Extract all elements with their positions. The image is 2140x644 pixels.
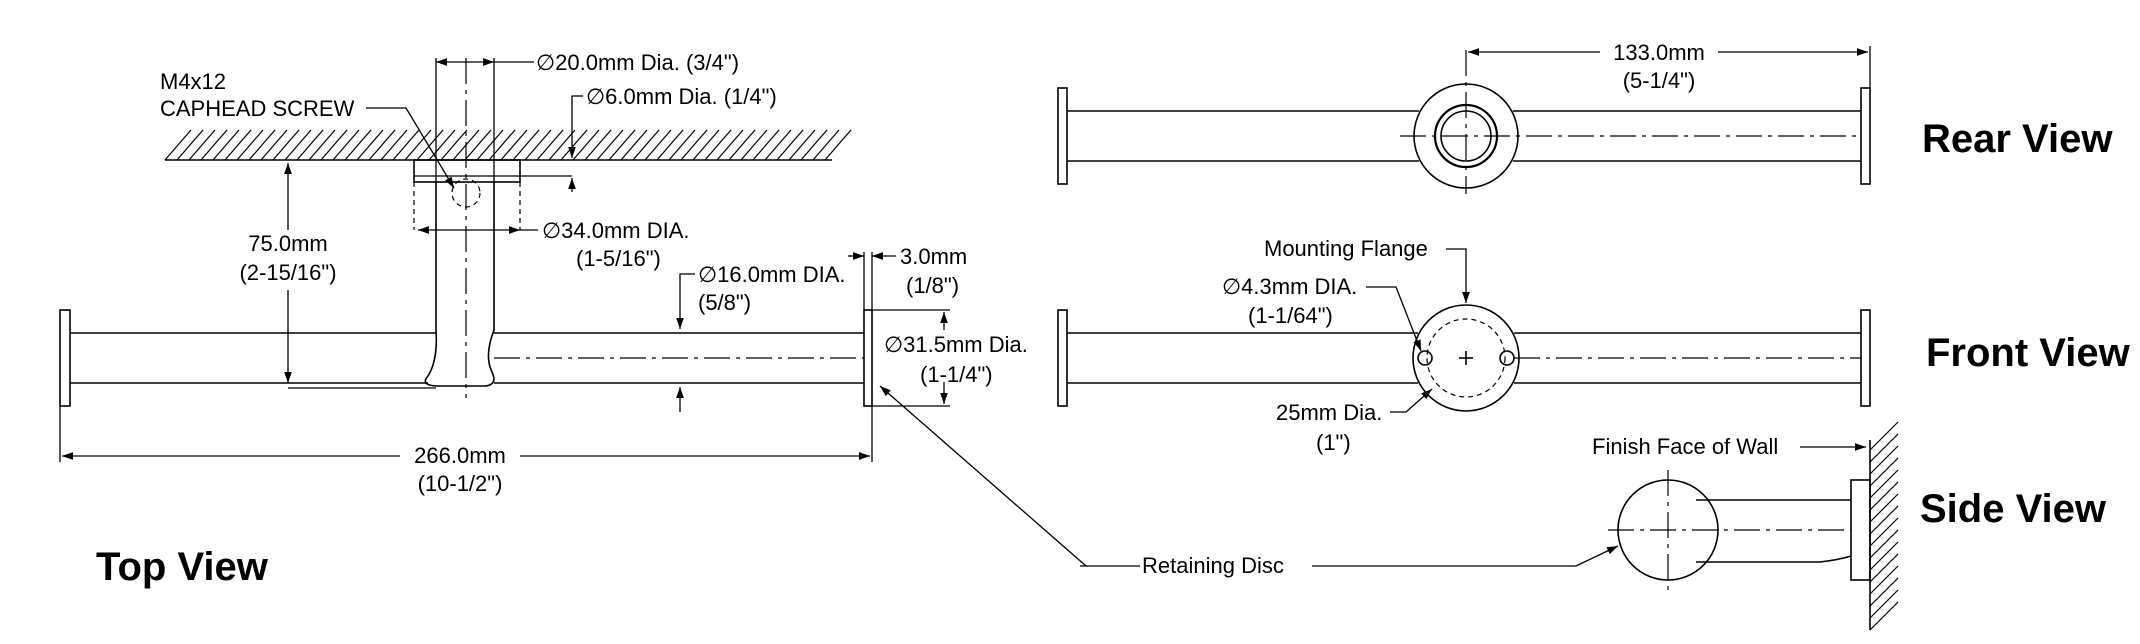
offset-in-label: (5-1/4") [1623,68,1696,93]
front-left-disc [1057,309,1068,407]
thickness-in-label: (1/8") [906,273,959,298]
dia16-mm-label: ∅16.0mm DIA. [698,262,846,287]
dia34-in-label: (1-5/16") [576,246,661,271]
bolt-circle [1426,318,1506,398]
top-view-title: Top View [96,545,269,589]
rear-right-disc [1860,87,1871,185]
hole-mm-label: ∅4.3mm DIA. [1222,274,1357,299]
front-view-drawing [1057,248,1871,413]
front-right-disc [1860,309,1871,407]
left-retaining-disc [59,309,71,407]
dia34-mm-label: ∅34.0mm DIA. [542,218,690,243]
retaining-disc-label: Retaining Disc [1142,553,1284,578]
side-flange [1850,479,1871,581]
leader-bolt-circle [1390,388,1433,413]
leader-dia6 [568,95,583,158]
top-view-drawing [59,58,1140,567]
height-mm-label: 75.0mm [248,231,327,256]
length-mm-label: 266.0mm [414,443,506,468]
leader-retaining-disc-side [1312,545,1619,567]
dia20-label: ∅20.0mm Dia. (3/4") [536,50,739,75]
rear-left-disc [1057,87,1068,185]
bolt-in-label: (1") [1316,430,1351,455]
rear-view-drawing [1057,46,1871,194]
dia6-label: ∅6.0mm Dia. (1/4") [586,84,777,109]
screw-label-line1: M4x12 [160,69,226,94]
dia16-in-label: (5/8") [698,290,751,315]
hole-in-label: (1-1/64") [1248,303,1333,328]
label-mask [1600,40,1718,66]
front-view-title: Front View [1926,331,2131,375]
screw-label-line2: CAPHEAD SCREW [160,96,355,121]
rear-view-title: Rear View [1922,117,2113,161]
side-view-title: Side View [1920,487,2107,531]
right-retaining-disc [863,309,873,407]
side-post [1696,499,1852,563]
post-outline [424,182,495,387]
leader-dia16 [676,273,695,329]
label-mask [220,230,356,288]
length-in-label: (10-1/2") [418,471,503,496]
mounting-flange-label: Mounting Flange [1264,236,1428,261]
leader-retaining-disc-top [879,385,1088,567]
leader-screw [366,107,455,189]
dia315-mm-label: ∅31.5mm Dia. [884,332,1028,357]
wall-hatching [164,129,852,161]
dia315-in-label: (1-1/4") [920,362,993,387]
leader-hole [1366,286,1422,352]
mounting-hole-left [1417,350,1433,366]
side-wall-hatching [1869,421,1899,631]
mounting-hole-right [1499,350,1515,366]
leader-mounting-flange [1446,248,1470,303]
bolt-mm-label: 25mm Dia. [1276,400,1382,425]
wall-face-label: Finish Face of Wall [1592,434,1778,459]
mounting-flange-outline [413,159,521,183]
side-view-drawing [1312,421,1899,631]
label-mask [400,444,520,470]
offset-mm-label: 133.0mm [1613,40,1705,65]
thickness-mm-label: 3.0mm [900,244,967,269]
height-in-label: (2-15/16") [239,260,336,285]
